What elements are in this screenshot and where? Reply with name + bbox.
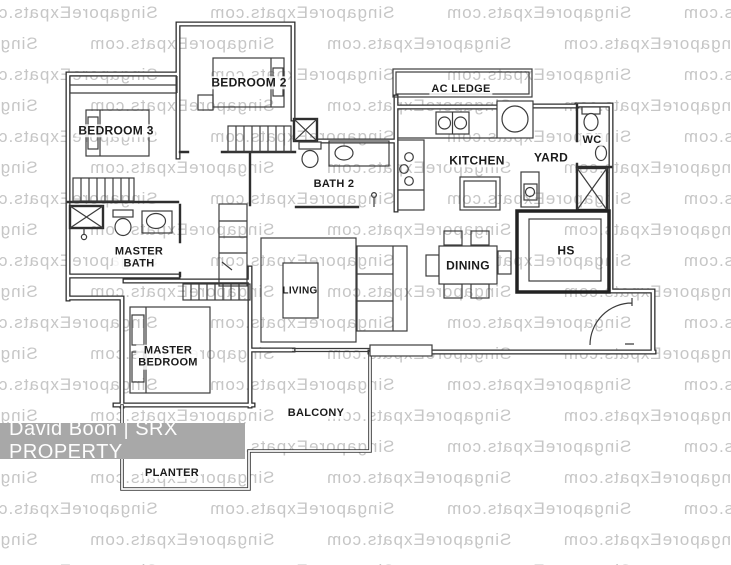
room-label-living: LIVING	[282, 285, 318, 297]
room-label-bedroom-3: BEDROOM 3	[76, 123, 156, 138]
yard-basin-icon	[520, 171, 540, 208]
household-shelter-outline	[515, 209, 611, 294]
shaft-icon	[292, 117, 609, 212]
room-label-bath-2: BATH 2	[311, 177, 357, 191]
master-bedroom-line2: BEDROOM	[138, 357, 198, 369]
master-bedroom-line1: MASTER	[143, 344, 193, 357]
master-bath-line2: BATH	[123, 258, 155, 270]
master-bath-fixtures	[68, 204, 173, 241]
room-label-yard: YARD	[531, 150, 571, 165]
hallway-cabinet-icon	[218, 203, 248, 287]
room-label-hs: HS	[555, 243, 577, 258]
room-label-master-bedroom: MASTER BEDROOM	[136, 344, 200, 370]
bedroom3-window-ledge	[69, 75, 178, 94]
bedroom2-wardrobe-icon	[227, 125, 292, 153]
washing-machine-icon	[496, 100, 534, 139]
room-label-dining: DINING	[444, 258, 492, 273]
room-label-bedroom-2: BEDROOM 2	[209, 75, 289, 90]
master-bath-line1: MASTER	[114, 245, 164, 258]
wc-toilet-icon	[581, 106, 601, 132]
bedroom3-wardrobe-icon	[72, 177, 135, 202]
kitchen-sink-icon	[398, 111, 497, 139]
living-rug	[260, 237, 357, 343]
wc-sink-icon	[594, 144, 608, 162]
entrance-door-icon	[589, 298, 634, 346]
room-label-balcony: BALCONY	[285, 406, 347, 420]
room-label-kitchen: KITCHEN	[447, 153, 507, 168]
master-wardrobe-icon	[182, 283, 251, 301]
bath2-fixtures	[298, 140, 390, 207]
fridge-icon	[459, 176, 501, 211]
living-label-box	[282, 262, 319, 319]
agent-banner: David Boon | SRX PROPERTY	[0, 418, 245, 463]
sofa-icon	[356, 245, 408, 332]
wall-tab	[369, 344, 433, 357]
room-label-ac-ledge: AC LEDGE	[429, 82, 493, 96]
agent-banner-text: David Boon | SRX PROPERTY	[9, 418, 178, 463]
sliding-door	[292, 347, 370, 353]
room-label-planter: PLANTER	[142, 466, 202, 480]
hob-icon	[397, 139, 425, 211]
room-label-master-bath: MASTER BATH	[112, 245, 166, 271]
room-label-wc: WC	[580, 133, 604, 147]
